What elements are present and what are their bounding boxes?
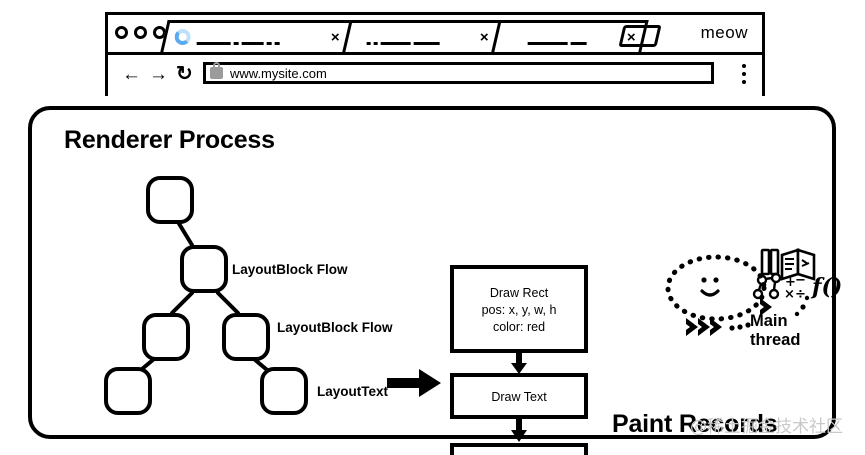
- padlock-icon: [210, 62, 223, 79]
- chevrons-icon: [686, 298, 772, 336]
- svg-text:−: −: [795, 273, 806, 288]
- tab-1-close-icon[interactable]: ×: [330, 29, 340, 46]
- browser-tab-1[interactable]: ×: [160, 20, 353, 52]
- svg-text:+: +: [785, 275, 796, 290]
- browser-window: × × × meow: [105, 12, 765, 96]
- tree-graph-icon: [752, 272, 782, 300]
- kebab-dot-1: [742, 64, 746, 68]
- tab-1-title: [196, 35, 322, 46]
- paint-connector-1: [511, 353, 527, 374]
- tab-2-inner: ×: [349, 23, 495, 52]
- math-symbols-icon: + − × ÷: [784, 273, 810, 317]
- browser-tab-bar: × × × meow: [108, 15, 762, 55]
- paint-record-1-line-1: Draw Rect: [489, 286, 549, 300]
- browser-toolbar: ← → ↻ www.mysite.com: [108, 55, 762, 96]
- kebab-dot-2: [742, 72, 746, 76]
- svg-text:×: ×: [784, 287, 795, 302]
- tab-1-inner: ×: [167, 23, 346, 52]
- tree-node-child-left: [142, 313, 190, 361]
- tab-3-title: [527, 35, 618, 46]
- dotted-face-icon: [665, 254, 767, 322]
- tree-label-layoutblock-flow-1: LayoutBlock Flow: [232, 262, 348, 277]
- paint-record-box-2: Draw Text: [450, 373, 588, 419]
- tree-edge-root-mid: [176, 220, 194, 247]
- main-thread-doodle: + − × ÷ f(): [665, 248, 842, 336]
- tree-node-leaf-left: [104, 367, 152, 415]
- paint-record-1-line-2: pos: x, y, w, h: [481, 303, 557, 317]
- watermark: @稀土掘金技术社区: [690, 417, 843, 437]
- paint-record-1-line-3: color: red: [492, 320, 546, 334]
- reload-icon[interactable]: ↻: [176, 63, 193, 85]
- kebab-dot-3: [742, 80, 746, 84]
- tree-node-root: [146, 176, 194, 224]
- url-text: www.mysite.com: [230, 66, 327, 81]
- page-title: Renderer Process: [64, 126, 275, 154]
- close-dot-icon[interactable]: [115, 26, 128, 39]
- books-icon: [760, 248, 816, 281]
- paint-connector-2: [511, 419, 527, 442]
- paint-records-label: Paint Records: [612, 410, 778, 438]
- tree-node-layouttext: [260, 367, 308, 415]
- minimize-dot-icon[interactable]: [134, 26, 147, 39]
- right-arrow-icon: [387, 369, 441, 397]
- paint-record-box-1: Draw Rect pos: x, y, w, h color: red: [450, 265, 588, 353]
- renderer-process-panel: Renderer Process LayoutBlock Flow Layout…: [28, 106, 842, 455]
- window-controls: [115, 26, 166, 39]
- tree-node-layoutblock-2: [222, 313, 270, 361]
- tree-edge-mid-right: [216, 291, 240, 315]
- svg-text:f(): f(): [810, 274, 842, 300]
- forward-icon[interactable]: →: [149, 64, 168, 85]
- tree-label-layouttext: LayoutText: [317, 384, 389, 399]
- tree-label-layoutblock-flow-2: LayoutBlock Flow: [277, 320, 393, 335]
- main-thread-label: Main thread: [750, 312, 801, 349]
- tree-edge-mid-left: [170, 291, 194, 315]
- address-bar[interactable]: www.mysite.com: [203, 62, 714, 84]
- kebab-menu-icon[interactable]: [742, 64, 746, 88]
- paint-record-box-3: Draw Rect pos: x, y, w, h color: blue: [450, 443, 588, 455]
- svg-text:÷: ÷: [795, 287, 806, 302]
- tab-2-close-icon[interactable]: ×: [479, 29, 489, 46]
- tree-node-layoutblock-1: [180, 245, 228, 293]
- browser-tab-2[interactable]: ×: [342, 20, 502, 52]
- new-tab-button[interactable]: [618, 25, 662, 47]
- function-icon: f(): [810, 274, 842, 300]
- chrome-spinner-icon: [174, 29, 191, 45]
- browser-brand-label: meow: [700, 23, 748, 42]
- paint-record-2-line-1: Draw Text: [491, 390, 547, 404]
- back-icon[interactable]: ←: [122, 64, 141, 85]
- tab-2-title: [366, 35, 471, 46]
